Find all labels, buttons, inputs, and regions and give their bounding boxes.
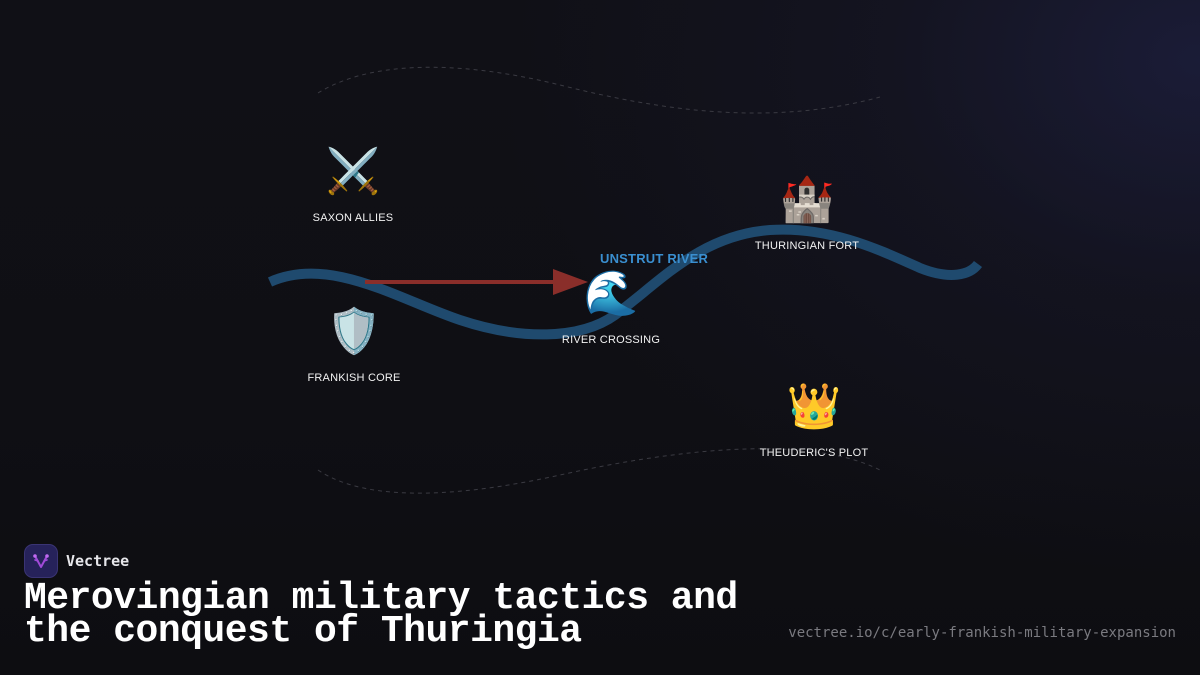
crossed-swords-icon: ⚔️ [325, 146, 381, 197]
vectree-logo-icon [24, 544, 58, 578]
brand-name: Vectree [66, 552, 130, 570]
crown-icon: 👑 [786, 381, 842, 432]
node-label: RIVER CROSSING [561, 334, 661, 346]
castle-icon: 🏰 [779, 174, 835, 225]
dashed-boundary-bottom [317, 448, 881, 494]
shield-icon: 🛡️ [326, 306, 382, 357]
dashed-boundary-top [317, 66, 881, 114]
node-theuderics-plot[interactable]: 👑 THEUDERIC'S PLOT [760, 381, 869, 459]
source-url[interactable]: vectree.io/c/early-frankish-military-exp… [788, 625, 1176, 641]
node-river-crossing[interactable]: 🌊 RIVER CROSSING [562, 268, 660, 346]
node-label: SAXON ALLIES [312, 212, 394, 224]
river-label: UNSTRUT RIVER [600, 251, 709, 266]
water-wave-icon: 🌊 [583, 268, 639, 319]
brand[interactable]: Vectree [24, 544, 129, 578]
node-saxon-allies[interactable]: ⚔️ SAXON ALLIES [313, 146, 394, 224]
node-label: FRANKISH CORE [307, 372, 401, 384]
unstrut-river-path [267, 224, 983, 340]
node-label: THEUDERIC'S PLOT [759, 447, 869, 459]
node-frankish-core[interactable]: 🛡️ FRANKISH CORE [307, 306, 400, 384]
node-thuringian-fort[interactable]: 🏰 THURINGIAN FORT [755, 174, 859, 252]
page-title: Merovingian military tactics and the con… [24, 577, 738, 653]
node-label: THURINGIAN FORT [754, 240, 860, 252]
attack-arrow-head [553, 269, 588, 295]
